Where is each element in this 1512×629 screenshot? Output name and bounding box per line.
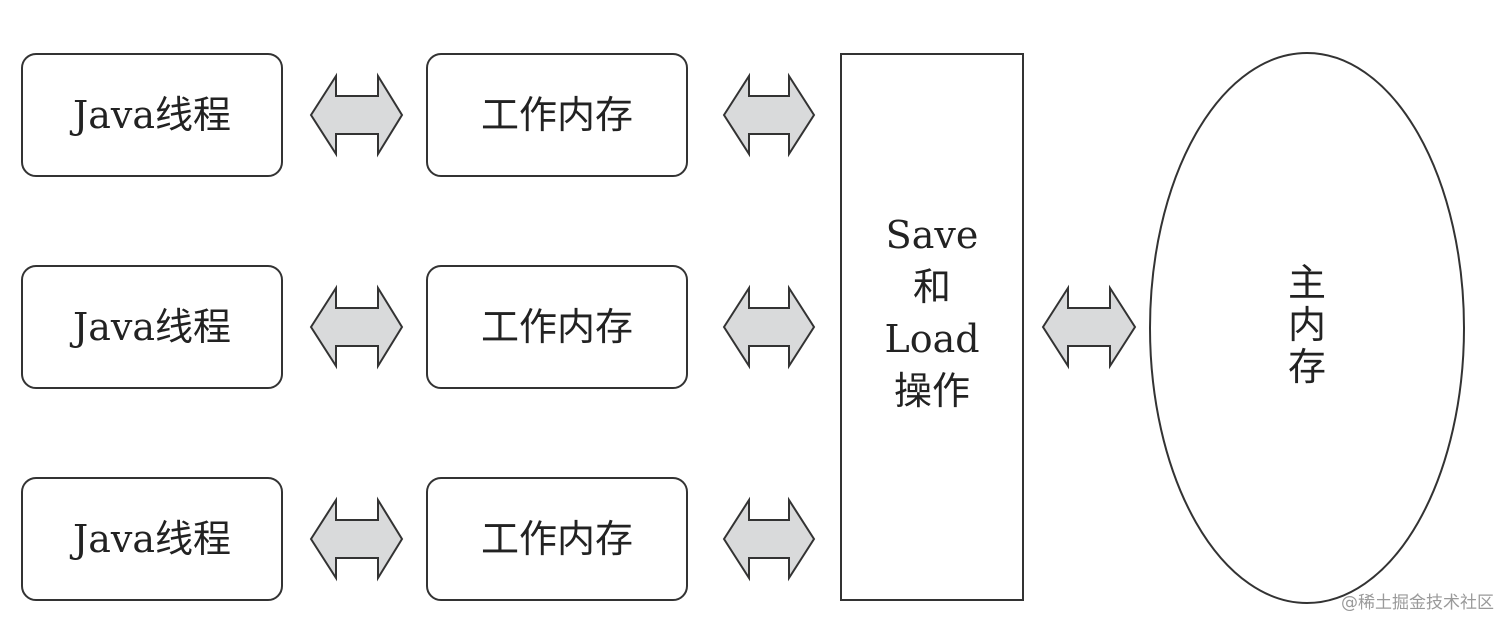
double-arrow-icon — [1041, 284, 1137, 370]
double-arrow-icon — [309, 496, 404, 582]
java-thread-label: Java线程 — [69, 305, 231, 349]
double-arrow-icon — [722, 496, 816, 582]
operation-line-3: Load — [884, 317, 979, 361]
double-arrow-icon — [722, 284, 816, 370]
operation-line-4: 操作 — [894, 369, 970, 413]
java-thread-label: Java线程 — [69, 93, 231, 137]
thread-row: Java线程 工作内存 — [21, 53, 816, 177]
working-memory-box — [426, 477, 688, 601]
working-memory-label: 工作内存 — [481, 305, 633, 349]
java-thread-box — [21, 477, 283, 601]
double-arrow-icon — [309, 284, 404, 370]
main-memory-line-2: 内 — [1288, 303, 1326, 347]
operation-line-2: 和 — [913, 265, 951, 309]
working-memory-label: 工作内存 — [481, 93, 633, 137]
java-thread-box — [21, 53, 283, 177]
working-memory-box — [426, 53, 688, 177]
java-thread-box — [21, 265, 283, 389]
main-memory-line-3: 存 — [1288, 345, 1326, 389]
save-load-operation-box — [840, 53, 1024, 601]
working-memory-box — [426, 265, 688, 389]
thread-row: Java线程 工作内存 — [21, 265, 816, 389]
main-memory-ellipse — [1149, 52, 1465, 604]
double-arrow-icon — [309, 72, 404, 158]
watermark-text: @稀土掘金技术社区 — [1341, 593, 1494, 613]
java-thread-label: Java线程 — [69, 517, 231, 561]
thread-row: Java线程 工作内存 — [21, 477, 816, 601]
operation-line-1: Save — [886, 213, 979, 257]
double-arrow-icon — [722, 72, 816, 158]
working-memory-label: 工作内存 — [481, 517, 633, 561]
main-memory-line-1: 主 — [1288, 261, 1326, 305]
